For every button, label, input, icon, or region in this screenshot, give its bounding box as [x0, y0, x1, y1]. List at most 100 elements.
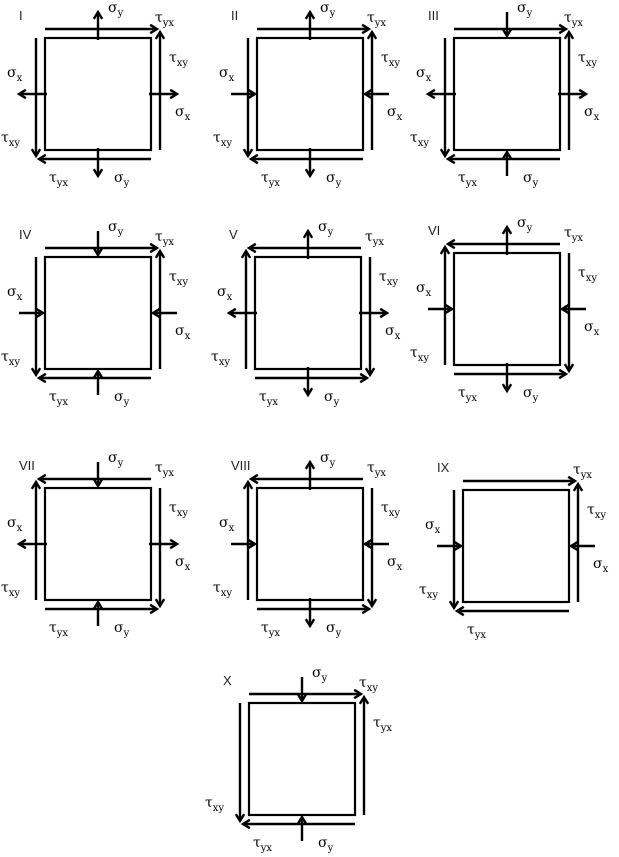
sigma-y-bottom-label: σy — [326, 170, 342, 189]
tau-bottom-arrow — [257, 603, 372, 615]
sigma-y-top-label: σy — [108, 450, 124, 469]
sigma-y-bottom-arrow — [92, 148, 104, 179]
tau-left-arrow — [30, 479, 42, 600]
sigma-y-bottom-label: σy — [523, 170, 539, 189]
sigma-y-bottom-label: σy — [114, 620, 130, 639]
tau-top-label: τyx — [564, 225, 583, 244]
element-square — [452, 251, 562, 367]
panel-number: IX — [437, 460, 450, 475]
sigma-x-left-label: σx — [416, 280, 432, 299]
sigma-y-bottom-label: σy — [114, 389, 130, 408]
panel-number: VII — [19, 458, 35, 473]
tau-top-arrow — [248, 473, 363, 485]
tau-right-arrow — [366, 29, 378, 150]
sigma-x-left-label: σx — [7, 65, 23, 84]
element-square — [452, 36, 562, 152]
panel-number: I — [19, 8, 23, 23]
sigma-x-right-arrow — [150, 307, 177, 319]
tau-right-arrow — [563, 29, 575, 150]
tau-bottom-label: τyx — [259, 389, 278, 408]
tau-left-label: τxy — [213, 130, 232, 149]
tau-top-label: τyx — [564, 10, 583, 29]
tau-top-label: τyx — [155, 460, 174, 479]
tau-bottom-label: τyx — [458, 170, 477, 189]
tau-left-label: τxy — [419, 582, 438, 601]
sigma-y-top-label: σy — [320, 0, 336, 19]
tau-right-arrow — [563, 253, 575, 374]
sigma-x-right-label: σx — [584, 319, 600, 338]
tau-bottom-arrow — [248, 153, 363, 165]
tau-top-label: τxy — [359, 675, 378, 694]
sigma-x-left-arrow — [425, 88, 456, 100]
element-square — [247, 701, 357, 817]
tau-bottom-arrow — [36, 372, 151, 384]
tau-right-label: τxy — [578, 265, 597, 284]
tau-left-arrow — [30, 257, 42, 378]
sigma-y-top-label: σy — [318, 219, 334, 238]
tau-left-label: τxy — [1, 130, 20, 149]
tau-left-label: τxy — [410, 345, 429, 364]
panel-number: VIII — [231, 458, 251, 473]
sigma-y-bottom-arrow — [304, 598, 316, 629]
tau-right-arrow — [572, 481, 584, 602]
sigma-y-top-label: σy — [517, 215, 533, 234]
tau-right-label: τxy — [169, 50, 188, 69]
sigma-x-left-arrow — [226, 307, 257, 319]
sigma-x-left-label: σx — [425, 517, 441, 536]
tau-right-arrow — [154, 29, 166, 150]
tau-bottom-label: τyx — [467, 622, 486, 641]
tau-left-arrow — [448, 490, 460, 611]
tau-top-label: τyx — [365, 229, 384, 248]
element-square — [255, 486, 365, 602]
tau-bottom-arrow — [45, 603, 160, 615]
sigma-x-right-arrow — [568, 540, 595, 552]
tau-left-arrow — [242, 38, 254, 159]
sigma-x-left-label: σx — [7, 284, 23, 303]
tau-bottom-label: τyx — [261, 170, 280, 189]
sigma-x-right-label: σx — [175, 554, 191, 573]
tau-top-arrow — [45, 23, 160, 35]
tau-top-arrow — [249, 688, 364, 700]
tau-bottom-label: τyx — [458, 385, 477, 404]
element-square — [43, 255, 153, 371]
tau-bottom-label: τyx — [49, 170, 68, 189]
tau-right-label: τxy — [578, 50, 597, 69]
tau-top-arrow — [36, 473, 151, 485]
tau-left-arrow — [439, 38, 451, 159]
sigma-y-bottom-arrow — [501, 149, 513, 176]
sigma-x-right-label: σx — [387, 554, 403, 573]
element-square — [43, 36, 153, 152]
tau-left-label: τxy — [1, 349, 20, 368]
element-square — [255, 36, 365, 152]
tau-right-label: τyx — [373, 715, 392, 734]
sigma-y-top-label: σy — [320, 450, 336, 469]
sigma-x-left-arrow — [16, 538, 47, 550]
tau-left-arrow — [242, 479, 254, 600]
tau-left-label: τxy — [410, 130, 429, 149]
sigma-y-bottom-arrow — [92, 599, 104, 626]
sigma-x-right-arrow — [362, 538, 389, 550]
tau-top-label: τyx — [155, 10, 174, 29]
tau-top-arrow — [454, 23, 569, 35]
sigma-y-top-arrow — [92, 9, 104, 40]
sigma-x-right-label: σx — [387, 104, 403, 123]
tau-right-label: τxy — [381, 500, 400, 519]
tau-right-label: τxy — [381, 50, 400, 69]
tau-top-label: τyx — [155, 229, 174, 248]
tau-top-arrow — [445, 238, 560, 250]
panel-number: X — [223, 673, 232, 688]
sigma-x-left-arrow — [428, 303, 455, 315]
tau-bottom-label: τyx — [49, 620, 68, 639]
tau-top-arrow — [45, 242, 160, 254]
sigma-y-top-label: σy — [517, 0, 533, 19]
tau-bottom-arrow — [255, 372, 370, 384]
